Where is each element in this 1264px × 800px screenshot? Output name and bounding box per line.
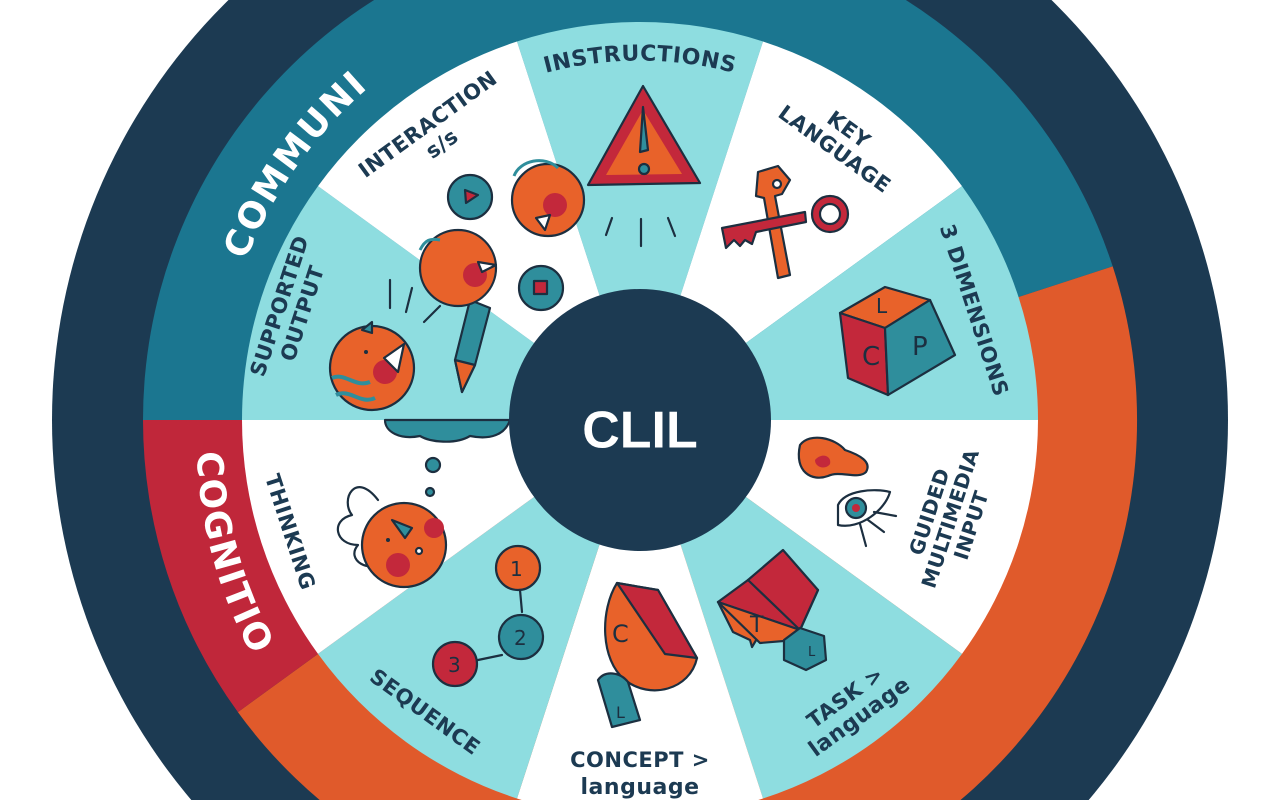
step-3: 3 [448,653,461,677]
label-concept: CONCEPT > [570,748,710,772]
step-1: 1 [510,557,523,581]
talking-faces-icon [418,159,586,312]
concept-letter-c: C [612,620,629,648]
cube-letter-l-small: L [808,645,816,660]
cube-letter-t: T [749,613,764,638]
speaking-face-pencil-icon [328,278,492,412]
keys-icon [720,164,850,280]
sequence-steps-icon: 1 2 3 [431,544,545,688]
concept-letter-l: L [616,703,625,722]
cube-letter-c: C [862,342,880,372]
thinking-face-icon [336,418,512,589]
ear-eye-icon [797,436,898,548]
task-cubes-icon: T L [716,548,828,672]
warning-triangle-icon [586,84,702,248]
clp-cube-icon: C P L [838,285,957,397]
cube-letter-l: L [876,294,888,318]
step-2: 2 [514,626,527,650]
label-concept-language: language [581,775,700,800]
cube-letter-p: P [912,332,928,362]
center-label: CLIL [582,402,698,460]
center-circle [509,289,771,551]
concept-shapes-icon: C L [596,581,699,729]
